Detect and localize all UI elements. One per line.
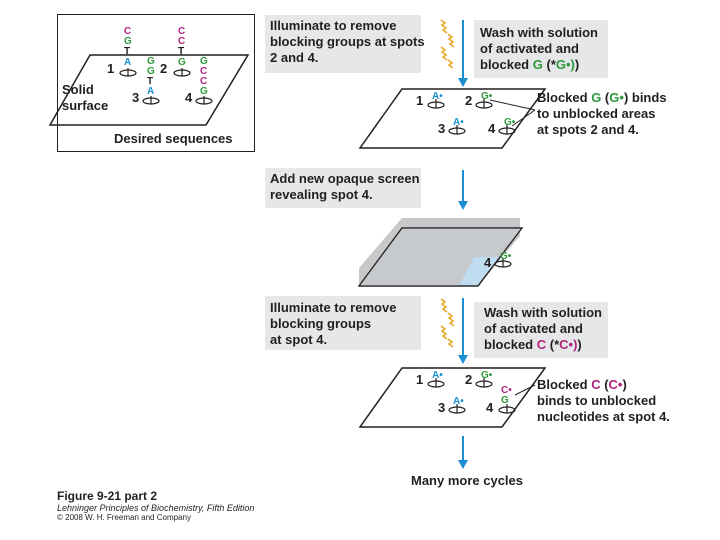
spot-label: G•: [481, 91, 493, 102]
plate2-leader-line: [514, 384, 536, 396]
nucleotide: T: [147, 76, 154, 87]
light-wave-icon: [440, 298, 455, 348]
desired-spot-1: [119, 68, 137, 77]
nucleotide: C: [178, 26, 186, 37]
plate2-note: Blocked C (C•) binds to unblocked nucleo…: [537, 377, 670, 424]
nucleotide: T: [124, 46, 131, 57]
spot-number: 1: [416, 372, 424, 387]
spot-label: A•: [432, 370, 443, 381]
desired-spot-4: [195, 96, 213, 105]
figure-caption: Figure 9-21 part 2 Lehninger Principles …: [57, 489, 254, 522]
many-more-cycles-label: Many more cycles: [411, 473, 524, 488]
desired-spot-3: [142, 96, 160, 105]
screen-plate-outline: [357, 227, 524, 287]
spot-label: G•: [481, 370, 493, 381]
spot-number: 2: [160, 61, 168, 76]
spot-label: C•: [501, 385, 512, 396]
nucleotide: G: [200, 56, 208, 67]
wash-step-2-text: Wash with solution of activated and bloc…: [484, 305, 602, 352]
desired-spot-2: [173, 68, 191, 77]
spot-number: 3: [438, 400, 446, 415]
plate1-leader-line-2: [511, 109, 536, 127]
arrow-icon: [458, 20, 468, 87]
spot-label: A•: [453, 117, 464, 128]
illuminate-step-1-box: [265, 15, 421, 73]
screen-spot-4: [494, 258, 512, 268]
spot-number: 2: [465, 372, 473, 387]
plate2-spot-4: [498, 404, 516, 414]
plate1-leader-line: [489, 99, 536, 111]
nucleotide: A: [124, 57, 132, 68]
nucleotide: T: [178, 46, 185, 57]
screen-step-box: [265, 168, 421, 208]
desired-sequences-caption: Desired sequences: [114, 131, 233, 146]
wash-step-1-box: [474, 20, 608, 78]
arrow-icon: [458, 170, 468, 210]
wash-step-1-text: Wash with solution of activated and bloc…: [480, 25, 598, 72]
spot-number: 1: [107, 61, 115, 76]
plate-1: [358, 88, 547, 149]
plate1-spot-4: [498, 125, 516, 135]
solid-surface-plate: [48, 54, 250, 126]
nucleotide: G: [147, 66, 155, 77]
wash-step-2-box: [474, 302, 608, 358]
plate1-spot-1: [427, 99, 445, 109]
nucleotide: G: [200, 86, 208, 97]
spot-number: 1: [416, 93, 424, 108]
spot-label: G•: [500, 251, 512, 262]
spot-number: 4: [486, 400, 494, 415]
book-title: Lehninger Principles of Biochemistry, Fi…: [57, 503, 255, 513]
plate2-spot-1: [427, 378, 445, 388]
screen-shade: [359, 228, 522, 286]
desired-sequences-panel: [57, 14, 255, 152]
illuminate-step-1-text: Illuminate to remove blocking groups at …: [270, 18, 425, 65]
arrow-icon: [458, 436, 468, 469]
light-wave-icon: [440, 19, 455, 69]
spot-number: 4: [488, 121, 496, 136]
nucleotide: C: [178, 36, 186, 47]
illuminate-step-2-text: Illuminate to remove blocking groups at …: [270, 300, 397, 347]
spot-label: G•: [504, 117, 516, 128]
copyright: © 2008 W. H. Freeman and Company: [57, 513, 191, 522]
figure-title: Figure 9-21 part 2: [57, 489, 158, 503]
spot-label: A•: [432, 91, 443, 102]
plate2-spot-3: [448, 404, 466, 414]
spot-label: G: [501, 395, 509, 406]
plate2-spot-2: [475, 378, 493, 388]
plate1-note: Blocked G (G•) binds to unblocked areas …: [537, 90, 667, 137]
spot-number: 3: [132, 90, 140, 105]
spot-number: 2: [465, 93, 473, 108]
nucleotide: G: [178, 57, 186, 68]
screen-step-text: Add new opaque screen revealing spot 4.: [270, 171, 420, 202]
spot-label: A•: [453, 396, 464, 407]
arrow-icon: [458, 298, 468, 364]
nucleotide: C: [200, 66, 208, 77]
plate-2: [358, 367, 547, 428]
spot-number: 3: [438, 121, 446, 136]
illuminate-step-2-box: [265, 296, 421, 350]
nucleotide: G: [147, 56, 155, 67]
solid-surface-label: Solid surface: [62, 82, 109, 113]
spot-number: 4: [484, 255, 492, 270]
nucleotide: C: [124, 26, 132, 37]
plate1-spot-2: [475, 99, 493, 109]
nucleotide: A: [147, 86, 155, 97]
nucleotide: C: [200, 76, 208, 87]
nucleotide: G: [124, 36, 132, 47]
spot-number: 4: [185, 90, 193, 105]
plate1-spot-3: [448, 125, 466, 135]
